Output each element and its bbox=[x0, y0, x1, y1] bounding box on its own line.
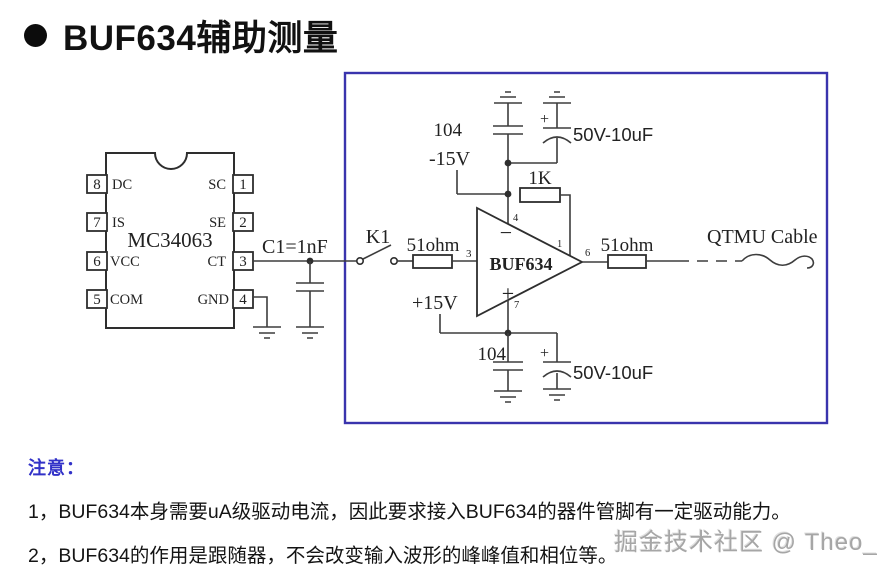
ground-icon bbox=[543, 388, 571, 401]
pin-label-is: IS bbox=[112, 215, 125, 231]
pin-number: 7 bbox=[93, 215, 101, 231]
resistor-r-in bbox=[412, 254, 453, 269]
pin-number: 6 bbox=[93, 254, 101, 270]
cap-50v-bot-label: 50V-10uF bbox=[573, 362, 653, 383]
note-line-2: 2，BUF634的作用是跟随器，不会改变输入波形的峰峰值和相位等。 bbox=[28, 545, 618, 567]
cap-104-bot-label: 104 bbox=[478, 344, 507, 365]
pos-supply-network bbox=[439, 300, 572, 403]
qtmu-cable-label: QTMU Cable bbox=[707, 226, 818, 248]
junction-dot bbox=[504, 190, 512, 198]
ground-icon bbox=[253, 326, 281, 339]
notes-section: 注意： 1，BUF634本身需要uA级驱动电流，因此要求接入BUF634的器件管… bbox=[28, 454, 886, 573]
v-pos-label: +15V bbox=[412, 292, 458, 314]
pin-box-1 bbox=[232, 174, 254, 194]
cable-squiggle bbox=[741, 253, 815, 269]
page-title: BUF634辅助测量 bbox=[24, 10, 338, 61]
buf634-name-label: BUF634 bbox=[490, 254, 553, 274]
resistor-r-out bbox=[607, 254, 647, 269]
pin-box-2 bbox=[232, 212, 254, 232]
cap-104-top-label: 104 bbox=[434, 120, 463, 141]
pin-number: 4 bbox=[239, 292, 247, 308]
capacitor-104-top bbox=[493, 125, 523, 135]
plus-polarity-label: + bbox=[540, 345, 549, 362]
notes-heading: 注意： bbox=[28, 458, 85, 478]
buf-pin3-label: 3 bbox=[466, 248, 472, 260]
chip-body bbox=[105, 152, 235, 329]
pin-number: 8 bbox=[93, 177, 101, 193]
junction-dot bbox=[504, 159, 512, 167]
buf-pin6-label: 6 bbox=[585, 248, 590, 259]
pin-label-ct: CT bbox=[207, 254, 226, 270]
switch-k1 bbox=[355, 244, 413, 265]
pin-box-5 bbox=[86, 289, 108, 309]
pin-number: 2 bbox=[239, 215, 247, 231]
capacitor-c1 bbox=[296, 261, 324, 339]
r-out-value-label: 51ohm bbox=[601, 235, 654, 256]
pin-label-vcc: VCC bbox=[110, 254, 140, 270]
buf-pin4-label: 4 bbox=[513, 213, 519, 224]
c1-value-label: C1=1nF bbox=[262, 236, 328, 258]
schematic-outline-box bbox=[343, 71, 829, 425]
page-title-text: BUF634辅助测量 bbox=[63, 19, 339, 58]
wire bbox=[253, 296, 268, 327]
buf-pin7-label: 7 bbox=[514, 300, 519, 311]
pin-number: 1 bbox=[239, 177, 247, 193]
pin-number: 3 bbox=[239, 254, 247, 270]
chip-name-label: MC34063 bbox=[127, 228, 212, 252]
r-1k-value-label: 1K bbox=[528, 168, 552, 189]
pin-box-8 bbox=[86, 174, 108, 194]
pin-box-7 bbox=[86, 212, 108, 232]
ground-icon bbox=[543, 91, 571, 104]
pin-label-se: SE bbox=[209, 215, 226, 231]
capacitor-104-bot bbox=[493, 361, 523, 371]
k1-label: K1 bbox=[366, 226, 390, 248]
cap-50v-top-label: 50V-10uF bbox=[573, 124, 653, 145]
pin-box-6 bbox=[86, 251, 108, 271]
plus-polarity-label: + bbox=[540, 111, 549, 128]
plus-input-label: + bbox=[502, 281, 514, 306]
resistor-1k bbox=[519, 187, 561, 203]
pin-box-4 bbox=[232, 289, 254, 309]
pin-label-gnd: GND bbox=[198, 292, 229, 308]
pin-label-com: COM bbox=[110, 292, 143, 308]
r-in-value-label: 51ohm bbox=[407, 235, 460, 256]
pin-label-sc: SC bbox=[208, 177, 226, 193]
bullet-icon bbox=[24, 24, 47, 47]
note-line-1: 1，BUF634本身需要uA级驱动电流，因此要求接入BUF634的器件管脚有一定… bbox=[28, 501, 791, 523]
pin-label-dc: DC bbox=[112, 177, 132, 193]
neg-supply-network bbox=[456, 91, 572, 257]
buf-pin1-label: 1 bbox=[557, 239, 562, 250]
watermark-text: 掘金技术社区 @ Theo_ bbox=[614, 529, 878, 556]
ground-icon bbox=[494, 390, 522, 403]
minus-input-label: − bbox=[500, 220, 512, 245]
ground-icon bbox=[296, 326, 324, 339]
buf634-triangle: − + BUF634 4 1 6 7 bbox=[476, 206, 590, 318]
v-neg-label: -15V bbox=[429, 148, 471, 170]
pin-number: 5 bbox=[93, 292, 101, 308]
mc34063-chip: 8 7 6 5 1 2 3 4 DC IS VCC COM SC SE CT G… bbox=[86, 152, 254, 329]
ground-icon bbox=[494, 91, 522, 104]
